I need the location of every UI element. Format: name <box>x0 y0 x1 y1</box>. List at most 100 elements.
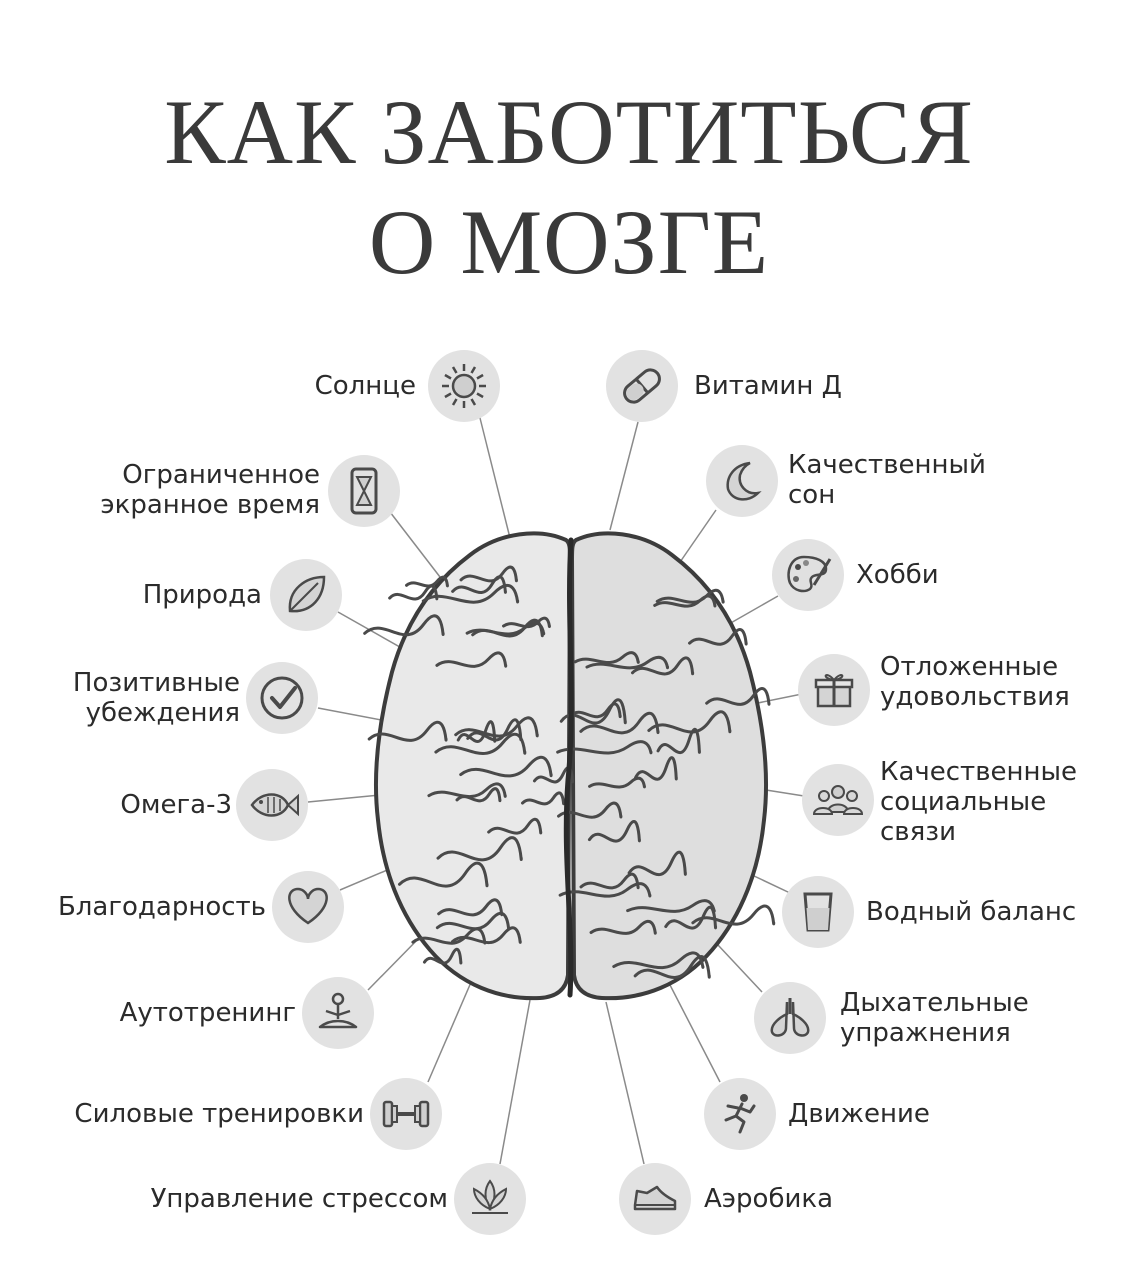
brain-fold <box>435 651 508 668</box>
brain-fold <box>466 718 523 742</box>
brain-fold <box>421 583 520 604</box>
node-delayed <box>798 654 870 726</box>
label-line: Силовые тренировки <box>74 1099 364 1129</box>
label-line: Движение <box>788 1099 930 1129</box>
brain-fold <box>434 732 527 755</box>
brain-fold <box>367 720 448 742</box>
heart-icon <box>288 887 328 925</box>
brain-fold <box>557 801 623 819</box>
connector-vitamin <box>609 421 639 531</box>
label-line: Качественный <box>788 450 986 480</box>
label-line: Благодарность <box>57 892 266 922</box>
brain-right-hemisphere <box>569 531 769 1001</box>
brain-fold <box>398 861 489 888</box>
node-movement <box>704 1078 776 1150</box>
brain-fold <box>405 575 449 588</box>
label-line: Водный баланс <box>866 897 1077 927</box>
label-line: Хобби <box>856 560 939 590</box>
brain-fold <box>521 791 566 806</box>
brain-fold <box>456 720 497 743</box>
label-movement: Движение <box>788 1099 930 1129</box>
node-screen <box>328 455 400 527</box>
lotus-icon <box>472 1179 508 1214</box>
brain-fold <box>631 656 695 676</box>
checkmark-icon <box>260 676 304 720</box>
connector-aerobics <box>605 1001 645 1165</box>
icon-circle-breathing <box>754 982 826 1054</box>
node-autotraining <box>302 977 374 1049</box>
gift-icon <box>814 674 854 708</box>
node-strength <box>370 1078 442 1150</box>
label-nature: Природа <box>143 580 262 610</box>
brain-fold <box>589 919 657 935</box>
label-line: Позитивные <box>72 668 240 698</box>
brain-fold <box>454 716 539 738</box>
label-water: Водный баланс <box>866 897 1076 927</box>
brain-fold <box>558 882 652 898</box>
brain-fold <box>427 782 507 799</box>
node-social <box>802 764 874 836</box>
icon-circle-sleep <box>706 445 778 517</box>
brain-fold <box>568 702 622 719</box>
brain-fold <box>612 951 705 970</box>
label-line: удовольствия <box>880 682 1070 712</box>
brain-left-hemisphere <box>373 531 573 1001</box>
connector-social <box>765 789 805 797</box>
brain-fold <box>487 817 543 835</box>
label-hobby: Хобби <box>856 560 939 590</box>
label-gratitude: Благодарность <box>58 892 266 922</box>
label-stress: Управление стрессом <box>151 1184 448 1214</box>
label-line: Управление стрессом <box>150 1184 448 1214</box>
brain-fold <box>422 947 463 965</box>
brain-fold <box>585 655 670 670</box>
label-line: сон <box>788 480 836 510</box>
label-line: Отложенные <box>880 652 1059 682</box>
node-nature <box>270 559 342 631</box>
connector-stress <box>499 999 531 1165</box>
brain-folds <box>363 537 776 998</box>
label-line: Солнце <box>314 371 416 401</box>
label-line: Омега-3 <box>120 790 232 820</box>
label-strength: Силовые тренировки <box>74 1099 364 1129</box>
brain-fold <box>664 905 718 930</box>
brain-fold <box>633 955 711 979</box>
brain-fold <box>634 756 678 781</box>
brain-fold <box>363 614 445 637</box>
node-omega <box>236 769 308 841</box>
leaf-icon <box>288 575 326 613</box>
brain-fold <box>459 755 553 778</box>
connector-gratitude <box>339 867 393 891</box>
brain-fold <box>436 836 523 862</box>
label-line: социальные <box>880 787 1047 817</box>
connector-beliefs <box>317 707 393 723</box>
palette-icon <box>787 555 832 593</box>
label-line: Аэробика <box>704 1184 834 1214</box>
node-water <box>782 876 854 948</box>
connector-omega <box>307 794 381 803</box>
icon-circle-movement <box>704 1078 776 1150</box>
node-breathing <box>754 982 826 1054</box>
brain-fold <box>579 711 660 735</box>
label-line: убеждения <box>85 698 240 728</box>
brain-fold <box>573 651 640 664</box>
node-beliefs <box>246 662 318 734</box>
brain-fold <box>451 575 507 594</box>
connector-lines <box>307 409 805 1165</box>
title-line-2: О МОЗГЕ <box>368 191 770 293</box>
label-line: Ограниченное <box>122 460 320 490</box>
brain-illustration <box>363 531 776 1001</box>
label-sun: Солнце <box>315 371 416 401</box>
label-line: Витамин Д <box>694 371 842 401</box>
label-line: Аутотренинг <box>119 998 296 1028</box>
connector-sun <box>477 409 513 547</box>
node-hobby <box>772 539 844 611</box>
icon-nodes <box>236 350 874 1235</box>
node-vitamin <box>606 350 678 422</box>
node-gratitude <box>272 871 344 943</box>
brain-fold <box>705 687 771 706</box>
